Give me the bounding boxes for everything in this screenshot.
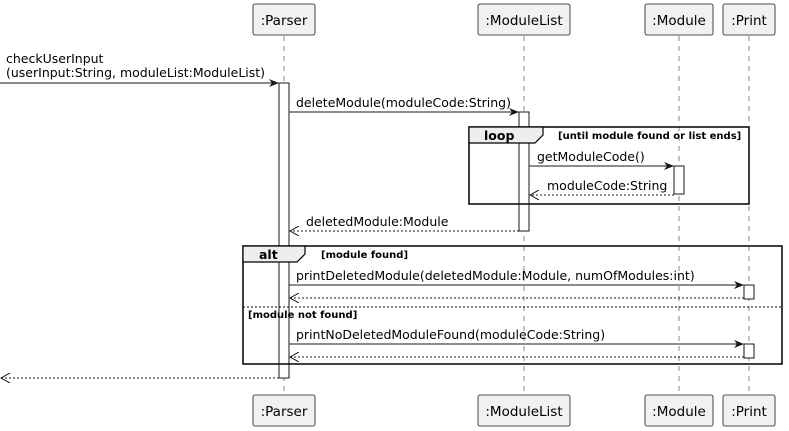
- participant-module-label: :Module: [652, 404, 706, 420]
- participant-modulelist-label: :ModuleList: [485, 13, 562, 29]
- participant-modulelist-top: :ModuleList: [477, 3, 571, 36]
- participant-module-bottom: :Module: [644, 394, 714, 427]
- participant-parser-label: :Parser: [261, 404, 308, 420]
- message-delete-module: deleteModule(moduleCode:String): [296, 95, 511, 110]
- activation-print-2: [743, 343, 755, 359]
- alt-guard-module-not-found: [module not found]: [248, 310, 357, 321]
- activation-module: [673, 165, 685, 195]
- message-print-deleted-module: printDeletedModule(deletedModule:Module,…: [296, 268, 695, 283]
- activation-print-1: [743, 284, 755, 300]
- message-get-module-code: getModuleCode(): [537, 149, 645, 164]
- message-check-user-input-line2: (userInput:String, moduleList:ModuleList…: [6, 65, 265, 80]
- message-module-code-return: moduleCode:String: [547, 178, 667, 193]
- alt-fragment: alt [module found] [module not found]: [242, 245, 783, 365]
- participant-parser-bottom: :Parser: [252, 394, 316, 427]
- activation-modulelist: [518, 111, 530, 232]
- participant-print-bottom: :Print: [722, 394, 776, 427]
- participant-print-top: :Print: [722, 3, 776, 36]
- participant-print-label: :Print: [731, 13, 767, 29]
- alt-guard-module-found: [module found]: [321, 250, 408, 261]
- participant-parser-label: :Parser: [261, 13, 308, 29]
- participant-parser-top: :Parser: [252, 3, 316, 36]
- loop-fragment: loop [until module found or list ends]: [468, 126, 750, 205]
- loop-guard: [until module found or list ends]: [558, 131, 741, 142]
- activation-parser: [278, 82, 290, 379]
- message-check-user-input-line1: checkUserInput: [6, 51, 104, 66]
- participant-module-top: :Module: [644, 3, 714, 36]
- alt-keyword: alt: [259, 247, 278, 262]
- participant-print-label: :Print: [731, 404, 767, 420]
- participant-module-label: :Module: [652, 13, 706, 29]
- loop-keyword: loop: [484, 128, 514, 143]
- message-deleted-module-return: deletedModule:Module: [306, 214, 449, 229]
- participant-modulelist-label: :ModuleList: [485, 404, 562, 420]
- message-print-no-deleted-module-found: printNoDeletedModuleFound(moduleCode:Str…: [296, 327, 605, 342]
- participant-modulelist-bottom: :ModuleList: [477, 394, 571, 427]
